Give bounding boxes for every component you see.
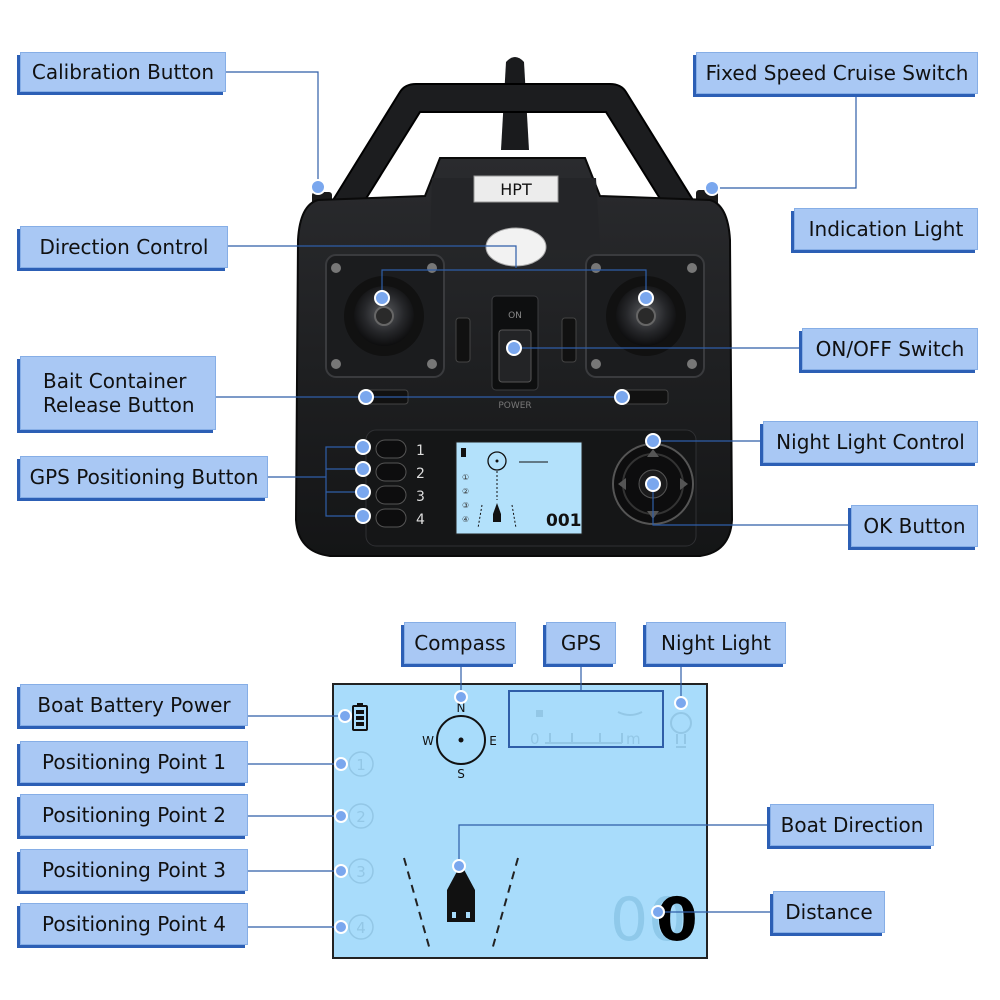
gps-button-3[interactable] — [375, 485, 407, 505]
svg-text:②: ② — [462, 487, 469, 496]
label-positioning-point-2: Positioning Point 2 — [20, 794, 248, 836]
distance-value: 0 — [656, 885, 698, 955]
label-bait-container-release-button: Bait Container Release Button — [20, 356, 216, 430]
label-text: Distance — [785, 900, 873, 924]
label-text: Positioning Point 4 — [42, 912, 226, 936]
label-night-light: Night Light — [646, 622, 786, 664]
bulb-icon — [670, 712, 692, 748]
compass-w: W — [422, 734, 434, 748]
pos-point-4: 4 — [356, 919, 366, 937]
bottom-callout-lines — [248, 665, 773, 928]
label-fixed-speed-cruise-switch: Fixed Speed Cruise Switch — [696, 52, 978, 94]
switch-on-text: ON — [508, 311, 522, 321]
left-vertical-trim[interactable] — [455, 317, 471, 363]
compass-e: E — [489, 734, 497, 748]
brand-badge — [473, 175, 559, 203]
label-text: Positioning Point 2 — [42, 803, 226, 827]
top-callout-markers — [310, 179, 720, 524]
brand-badge-text: HPT — [500, 180, 532, 199]
label-calibration-button: Calibration Button — [20, 52, 226, 92]
positioning-points — [348, 751, 374, 940]
label-text: Indication Light — [808, 217, 964, 241]
label-text: Boat Direction — [780, 813, 924, 837]
label-text: Fixed Speed Cruise Switch — [705, 61, 969, 85]
pos-point-1: 1 — [356, 756, 366, 774]
boat-icon — [447, 864, 475, 922]
gps-button-2-label: 2 — [416, 466, 425, 482]
label-text: OK Button — [863, 514, 966, 538]
svg-text:①: ① — [462, 473, 469, 482]
label-text: Compass — [414, 631, 506, 655]
gps-frame — [508, 690, 664, 748]
gps-button-3-label: 3 — [416, 489, 425, 505]
label-night-light-control: Night Light Control — [763, 421, 978, 463]
pos-point-2: 2 — [356, 808, 366, 826]
label-text: GPS Positioning Button — [29, 465, 259, 489]
svg-text:④: ④ — [462, 515, 469, 524]
label-text: Calibration Button — [31, 60, 215, 84]
gps-button-1-label: 1 — [416, 443, 425, 459]
compass-s: S — [457, 767, 465, 781]
right-vertical-trim[interactable] — [561, 317, 577, 363]
label-boat-direction: Boat Direction — [770, 804, 934, 846]
gps-button-group: 1 2 3 4 — [375, 439, 425, 528]
battery-icon — [352, 703, 368, 731]
large-lcd: N S E W 0 m 1 2 3 — [332, 683, 708, 959]
top-callout-lines — [216, 71, 857, 526]
label-text: Direction Control — [39, 235, 209, 259]
label-positioning-point-4: Positioning Point 4 — [20, 903, 248, 945]
label-text: Positioning Point 1 — [42, 750, 226, 774]
lane-left — [403, 857, 431, 951]
gps-button-4[interactable] — [375, 508, 407, 528]
gps-button-1[interactable] — [375, 439, 407, 459]
distance-ghost-digits: 00 — [610, 885, 686, 955]
compass-icon — [436, 715, 486, 765]
small-lcd: ① ② ③ ④ 001 — [455, 441, 583, 535]
label-gps: GPS — [546, 622, 616, 664]
label-compass: Compass — [404, 622, 516, 664]
label-text-line1: Bait Container — [43, 369, 187, 393]
label-direction-control: Direction Control — [20, 226, 228, 268]
label-text: GPS — [560, 631, 602, 655]
label-text: Positioning Point 3 — [42, 858, 226, 882]
compass-n: N — [457, 701, 466, 715]
label-onoff-switch: ON/OFF Switch — [802, 328, 978, 370]
gps-scale — [536, 710, 643, 744]
label-text: Night Light — [661, 631, 771, 655]
label-ok-button: OK Button — [851, 505, 978, 547]
gps-button-2[interactable] — [375, 462, 407, 482]
scale-zero: 0 — [530, 730, 540, 748]
pos-point-3: 3 — [356, 863, 366, 881]
label-text: ON/OFF Switch — [815, 337, 965, 361]
power-text: POWER — [498, 401, 531, 411]
transmitter: HPT ON POWER — [294, 57, 734, 557]
label-gps-positioning-button: GPS Positioning Button — [20, 456, 268, 498]
label-boat-battery-power: Boat Battery Power — [20, 684, 248, 726]
lane-right — [491, 857, 519, 951]
scale-unit: m — [626, 730, 641, 748]
gps-button-4-label: 4 — [416, 512, 425, 528]
label-text: Boat Battery Power — [37, 693, 231, 717]
label-positioning-point-1: Positioning Point 1 — [20, 741, 248, 783]
left-stick[interactable] — [325, 254, 445, 378]
svg-text:③: ③ — [462, 501, 469, 510]
label-positioning-point-3: Positioning Point 3 — [20, 849, 248, 891]
label-distance: Distance — [773, 891, 885, 933]
label-text-line2: Release Button — [43, 393, 195, 417]
label-text: Night Light Control — [776, 430, 965, 454]
label-indication-light: Indication Light — [794, 208, 978, 250]
bottom-callout-markers — [334, 690, 688, 934]
small-lcd-distance: 001 — [546, 511, 582, 531]
right-stick[interactable] — [585, 254, 705, 378]
